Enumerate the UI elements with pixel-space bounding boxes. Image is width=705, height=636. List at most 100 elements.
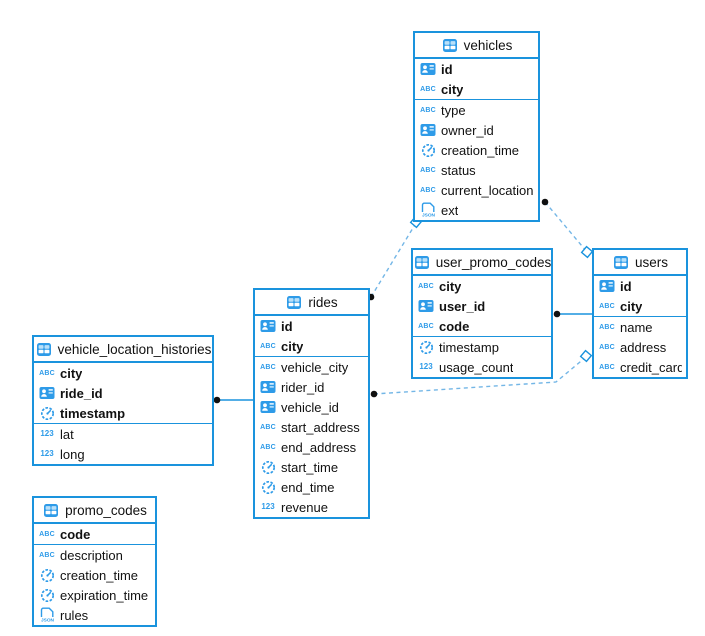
table-header-users[interactable]: users [594,250,686,276]
column-label: long [60,446,85,462]
svg-text:JSON: JSON [421,213,435,218]
abc-type-icon: ABC [418,282,434,290]
abc-type-icon: ABC [417,323,435,330]
connector-dot [213,396,221,404]
123-type-icon: 123 [40,449,54,458]
column-label: start_time [281,459,339,475]
column-row-long: 123 long [34,444,212,464]
column-row-status: ABC status [415,160,538,180]
relationship-line-rides-to-vehicles [370,222,417,298]
column-label: address [620,339,667,355]
column-row-end_time: end_time [255,477,368,497]
abc-type-icon: ABC [38,370,56,377]
table-header-vehicles[interactable]: vehicles [415,33,538,59]
column-row-timestamp: timestamp [34,403,212,423]
column-label: type [441,102,466,118]
clock-icon [259,460,277,475]
column-row-expiration_time: expiration_time [34,585,155,605]
column-row-start_time: start_time [255,457,368,477]
connector-dot [370,390,378,398]
table-icon [42,503,60,517]
clock-icon [259,480,277,495]
clock-icon [38,568,56,583]
123-type-icon: 123 [417,363,435,371]
id-badge-icon [417,299,435,313]
column-label: status [441,162,476,178]
column-row-vehicle_id: vehicle_id [255,397,368,417]
abc-type-icon: ABC [38,531,56,538]
123-type-icon: 123 [419,362,433,371]
column-label: timestamp [439,339,499,355]
column-label: id [620,278,632,294]
svg-text:JSON: JSON [40,618,54,623]
abc-type-icon: ABC [598,344,616,351]
abc-type-icon: ABC [419,86,437,93]
column-row-user_id: user_id [413,296,551,316]
abc-type-icon: ABC [259,424,277,431]
table-title: users [634,254,668,270]
abc-type-icon: ABC [39,530,55,538]
column-label: city [620,298,643,314]
column-row-id: id [415,59,538,79]
table-title: user_promo_codes [435,254,552,270]
table-icon [413,255,431,269]
123-type-icon: 123 [259,503,277,511]
abc-type-icon: ABC [419,167,437,174]
table-header-vehicle_location_histories[interactable]: vehicle_location_histories [34,337,212,363]
clock-icon [38,406,56,421]
abc-type-icon: ABC [420,166,436,174]
123-type-icon: 123 [38,450,56,458]
abc-type-icon: ABC [419,187,437,194]
column-row-creation_time: creation_time [34,565,155,585]
table-title: rides [308,294,338,310]
abc-type-icon: ABC [419,107,437,114]
abc-type-icon: ABC [260,342,276,350]
abc-type-icon: ABC [418,322,434,330]
connector-diamond [580,245,594,259]
clock-icon [419,143,437,158]
connector-diamond [579,349,593,363]
table-header-rides[interactable]: rides [255,290,368,316]
table-header-user_promo_codes[interactable]: user_promo_codes [413,250,551,276]
abc-type-icon: ABC [598,324,616,331]
table-header-promo_codes[interactable]: promo_codes [34,498,155,524]
id-badge-icon [419,123,437,137]
column-label: ride_id [60,385,103,401]
column-label: owner_id [441,122,494,138]
column-row-timestamp: timestamp [413,337,551,357]
column-label: expiration_time [60,587,149,603]
json-type-icon: JSON [419,202,437,218]
table-icon [612,255,630,269]
abc-type-icon: ABC [420,85,436,93]
123-type-icon: 123 [261,502,275,511]
column-label: start_address [281,419,360,435]
column-label: vehicle_id [281,399,339,415]
id-badge-icon [259,400,277,414]
